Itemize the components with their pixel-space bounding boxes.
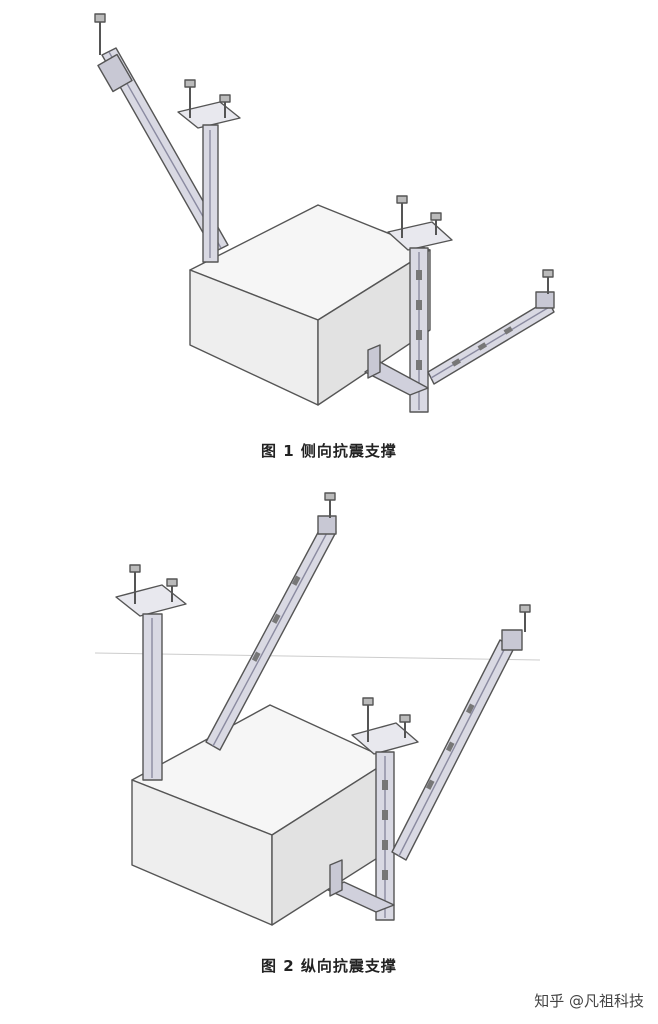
watermark: 知乎 @凡祖科技 [534, 992, 644, 1010]
duct-box-side [317, 249, 431, 406]
figure-1-caption: 图 1 侧向抗震支撑 [261, 442, 397, 460]
brace-connector-top [97, 53, 133, 93]
figure-2-caption: 图 2 纵向抗震支撑 [261, 957, 397, 975]
ceiling-plate-left [177, 101, 241, 129]
figure-2 [0, 480, 658, 980]
longitudinal-bracing-diagram [94, 492, 541, 926]
figure-1 [0, 0, 658, 470]
reference-line [94, 652, 541, 661]
ceiling-plate-left [115, 584, 187, 617]
lateral-bracing-diagram [94, 13, 555, 413]
